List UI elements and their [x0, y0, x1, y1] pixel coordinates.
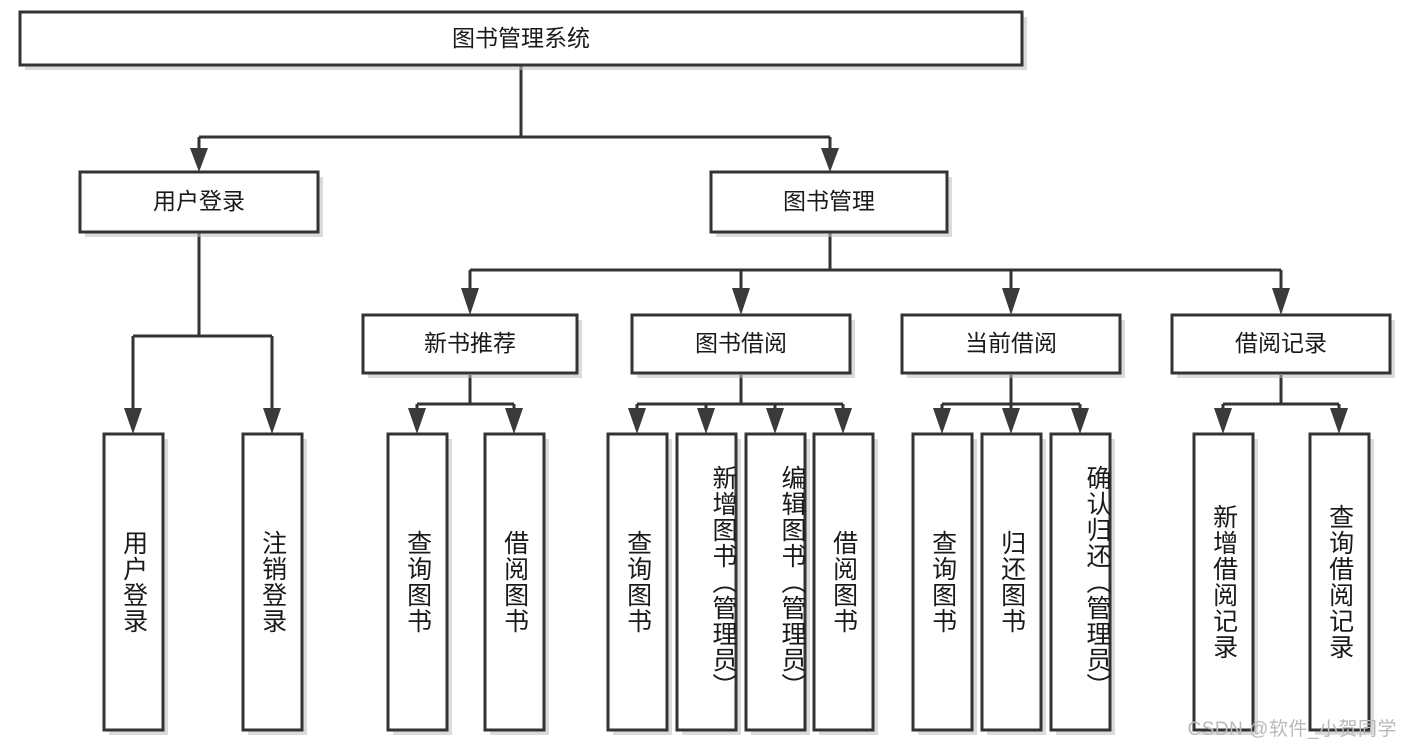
node-user-login[interactable]: 用户登录	[78, 170, 323, 237]
leaf-label-query-book-2: 查询图书	[623, 530, 652, 634]
arrowhead-leaf-query-book-1	[408, 408, 426, 434]
node-user-login-label: 用户登录	[153, 188, 245, 214]
connector-group-root	[190, 65, 839, 172]
node-br-label: 借阅记录	[1235, 330, 1327, 356]
node-borrow-record[interactable]: 借阅记录	[1170, 313, 1395, 378]
node-nbr-rect[interactable]	[361, 313, 579, 375]
leaf-label-borrow-book-1: 借阅图书	[500, 530, 529, 634]
arrowhead-borrow-record	[1272, 288, 1290, 315]
node-root-label: 图书管理系统	[452, 25, 590, 51]
leaf-rect-add-record[interactable]	[1192, 432, 1255, 732]
leaf-rect-user-login[interactable]	[102, 432, 165, 732]
leaf-rect-borrow-book-1[interactable]	[483, 432, 546, 732]
leaf-rect-edit-book[interactable]	[744, 432, 807, 732]
leaf-rect-query-record[interactable]	[1308, 432, 1371, 732]
arrowhead-leaf-query-book-2	[628, 408, 646, 434]
leaf-label-query-record: 查询借阅记录	[1325, 504, 1354, 660]
leaf-boxes	[102, 432, 1374, 735]
arrowhead-current-borrow	[1002, 288, 1020, 315]
leaf-rect-query-book-2[interactable]	[606, 432, 669, 732]
node-book-management-rect[interactable]	[709, 170, 949, 234]
leaf-label-query-book-1: 查询图书	[403, 530, 432, 634]
node-cb-label: 当前借阅	[965, 330, 1057, 356]
leaf-rect-confirm-return[interactable]	[1049, 432, 1112, 732]
arrowhead-leaf-query-book-3	[933, 408, 951, 434]
arrowhead-leaf-add-record	[1214, 408, 1232, 434]
node-root-system[interactable]: 图书管理系统	[18, 10, 1027, 70]
leaf-rect-query-book-3[interactable]	[911, 432, 974, 732]
connector-group-book-borrow	[628, 375, 852, 434]
connector-group-book-management	[461, 232, 1290, 315]
leaf-label-logout-login: 注销登录	[258, 530, 287, 634]
node-book-management[interactable]: 图书管理	[709, 170, 952, 237]
arrowhead-user-login	[190, 148, 208, 172]
leaf-label-user-login: 用户登录	[119, 530, 148, 634]
leaf-label-confirm-return: 确认归还（管理员）	[1083, 465, 1111, 699]
arrowhead-leaf-borrow-book-1	[505, 408, 523, 434]
node-cb-rect[interactable]	[900, 313, 1122, 375]
connector-group-new-book-recommend	[408, 375, 523, 434]
arrowhead-leaf-confirm-return	[1071, 408, 1089, 434]
leaf-rect-logout-login[interactable]	[241, 432, 304, 732]
node-book-management-label: 图书管理	[783, 188, 875, 214]
arrowhead-book-management	[821, 148, 839, 172]
leaf-label-add-book: 新增图书（管理员）	[709, 465, 737, 699]
node-root-rect[interactable]	[18, 10, 1024, 67]
arrowhead-leaf-user-login	[124, 408, 142, 434]
node-bb-rect[interactable]	[630, 313, 852, 375]
leaf-rect-add-book[interactable]	[675, 432, 738, 732]
arrowhead-leaf-logout-login	[263, 408, 281, 434]
arrowhead-leaf-borrow-book-2	[834, 408, 852, 434]
leaf-rect-borrow-book-2[interactable]	[812, 432, 875, 732]
arrowhead-leaf-query-record	[1330, 408, 1348, 434]
arrowhead-new-book-recommend	[461, 288, 479, 315]
arrowhead-leaf-add-book	[697, 408, 715, 434]
leaf-label-add-record: 新增借阅记录	[1209, 504, 1238, 660]
node-book-borrow[interactable]: 图书借阅	[630, 313, 855, 378]
arrowhead-book-borrow	[732, 288, 750, 315]
arrowhead-leaf-edit-book	[766, 408, 784, 434]
arrowhead-leaf-return-book	[1002, 408, 1020, 434]
node-current-borrow[interactable]: 当前借阅	[900, 313, 1125, 378]
leaf-label-edit-book: 编辑图书（管理员）	[778, 465, 806, 699]
connector-group-borrow-record	[1214, 375, 1348, 434]
node-new-book-recommend[interactable]: 新书推荐	[361, 313, 582, 378]
csdn-watermark: CSDN @软件_小贺同学	[1187, 719, 1397, 740]
node-user-login-rect[interactable]	[78, 170, 320, 234]
leaf-label-borrow-book-2: 借阅图书	[829, 530, 858, 634]
leaf-rect-query-book-1[interactable]	[386, 432, 449, 732]
leaf-label-query-book-3: 查询图书	[928, 530, 957, 634]
node-br-rect[interactable]	[1170, 313, 1392, 375]
leaf-rect-return-book[interactable]	[980, 432, 1043, 732]
node-nbr-label: 新书推荐	[424, 330, 516, 356]
leaf-label-return-book: 归还图书	[997, 530, 1026, 634]
connector-group-current-borrow	[933, 375, 1089, 434]
node-bb-label: 图书借阅	[695, 330, 787, 356]
connector-group-user-login	[124, 232, 281, 434]
